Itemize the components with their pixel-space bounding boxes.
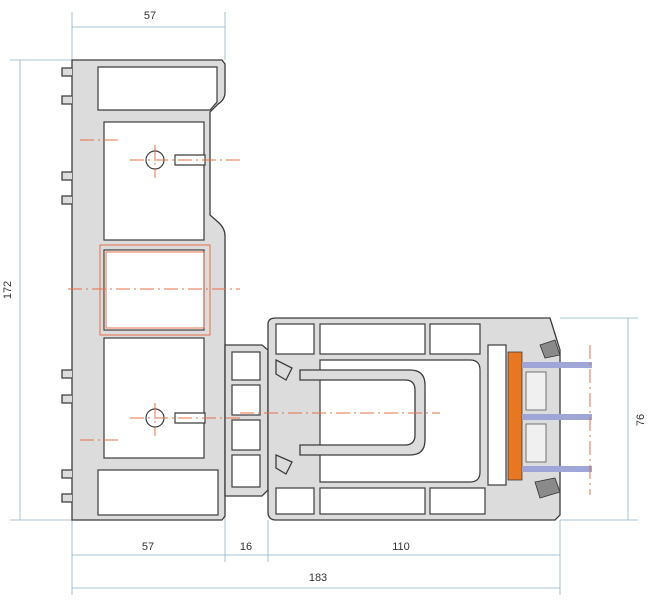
dim-sash-width: 110 xyxy=(392,541,410,553)
glass-pane-3 xyxy=(522,466,592,472)
dim-bottom-frame-width: 57 xyxy=(141,541,155,553)
dim-sash-height: 76 xyxy=(635,413,647,427)
glazing-bead xyxy=(507,351,523,481)
dim-frame-width-top: 57 xyxy=(143,10,157,22)
sash-profile xyxy=(267,317,561,521)
centerlines xyxy=(68,139,591,495)
glass-pane-2 xyxy=(522,414,592,420)
connector-profile xyxy=(224,344,269,497)
glazing xyxy=(507,339,592,499)
glass-pane-1 xyxy=(522,362,592,368)
dim-mullion-gap: 16 xyxy=(239,541,253,553)
dim-overall-width: 183 xyxy=(308,572,328,584)
dim-frame-height: 172 xyxy=(2,280,14,300)
frame-profile xyxy=(61,59,226,521)
